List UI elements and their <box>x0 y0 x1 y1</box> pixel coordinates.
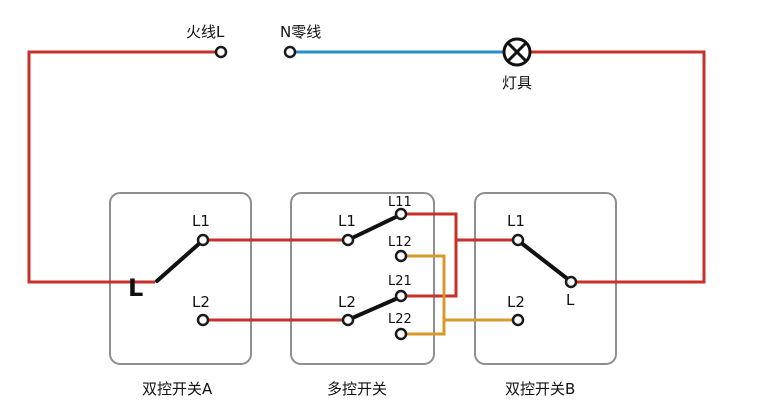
neutral-terminal <box>283 45 297 59</box>
multi-l21-label: L21 <box>388 274 412 289</box>
multi-l11-to-b-l1 <box>401 212 518 242</box>
multi-l12-label: L12 <box>388 235 412 250</box>
switch-b-l2-terminal <box>511 313 525 327</box>
switch-a-blade <box>155 240 203 283</box>
multi-l1-label: L1 <box>338 212 356 230</box>
multi-switch-upper-blade <box>348 214 400 241</box>
multi-l22-terminal <box>394 327 408 341</box>
multi-l12-to-b-l2 <box>401 254 518 322</box>
switch-a-l2-terminal <box>196 313 210 327</box>
multi-l11-terminal <box>394 207 408 221</box>
switch-b-common-terminal <box>564 275 578 289</box>
multi-switch-box <box>290 192 435 365</box>
multi-l11-label: L11 <box>388 195 412 210</box>
switch-a-caption: 双控开关A <box>142 380 213 398</box>
multi-switch-lower-blade <box>348 296 400 321</box>
switch-b-l2-label: L2 <box>507 293 525 311</box>
switch-b-l1-label: L1 <box>507 212 525 230</box>
switch-a-common-label: L <box>128 274 143 302</box>
live-terminal <box>214 45 228 59</box>
multi-l2-terminal <box>341 313 355 327</box>
switch-b-common-label: L <box>566 291 575 309</box>
switch-b-caption: 双控开关B <box>505 380 575 398</box>
multi-l22-to-b-l2 <box>401 320 446 336</box>
neutral-label: N零线 <box>280 23 321 41</box>
multi-switch-caption: 多控开关 <box>327 380 387 398</box>
lamp-icon <box>502 37 532 67</box>
switch-b-blade <box>518 240 571 282</box>
live-label: 火线L <box>186 23 225 41</box>
multi-l22-label: L22 <box>388 312 412 327</box>
switch-b-l1-terminal <box>511 233 525 247</box>
multi-l12-terminal <box>394 249 408 263</box>
switch-a-l1-terminal <box>196 233 210 247</box>
switch-a-l1-label: L1 <box>192 212 210 230</box>
multi-l21-to-b-l1 <box>401 240 458 298</box>
switch-b-box <box>474 192 617 365</box>
multi-l2-label: L2 <box>338 293 356 311</box>
lamp-return-wire <box>530 50 706 284</box>
multi-l21-terminal <box>394 289 408 303</box>
multi-l1-terminal <box>341 233 355 247</box>
live-wire <box>27 50 221 284</box>
lamp-label: 灯具 <box>502 74 532 92</box>
switch-a-l2-label: L2 <box>192 293 210 311</box>
